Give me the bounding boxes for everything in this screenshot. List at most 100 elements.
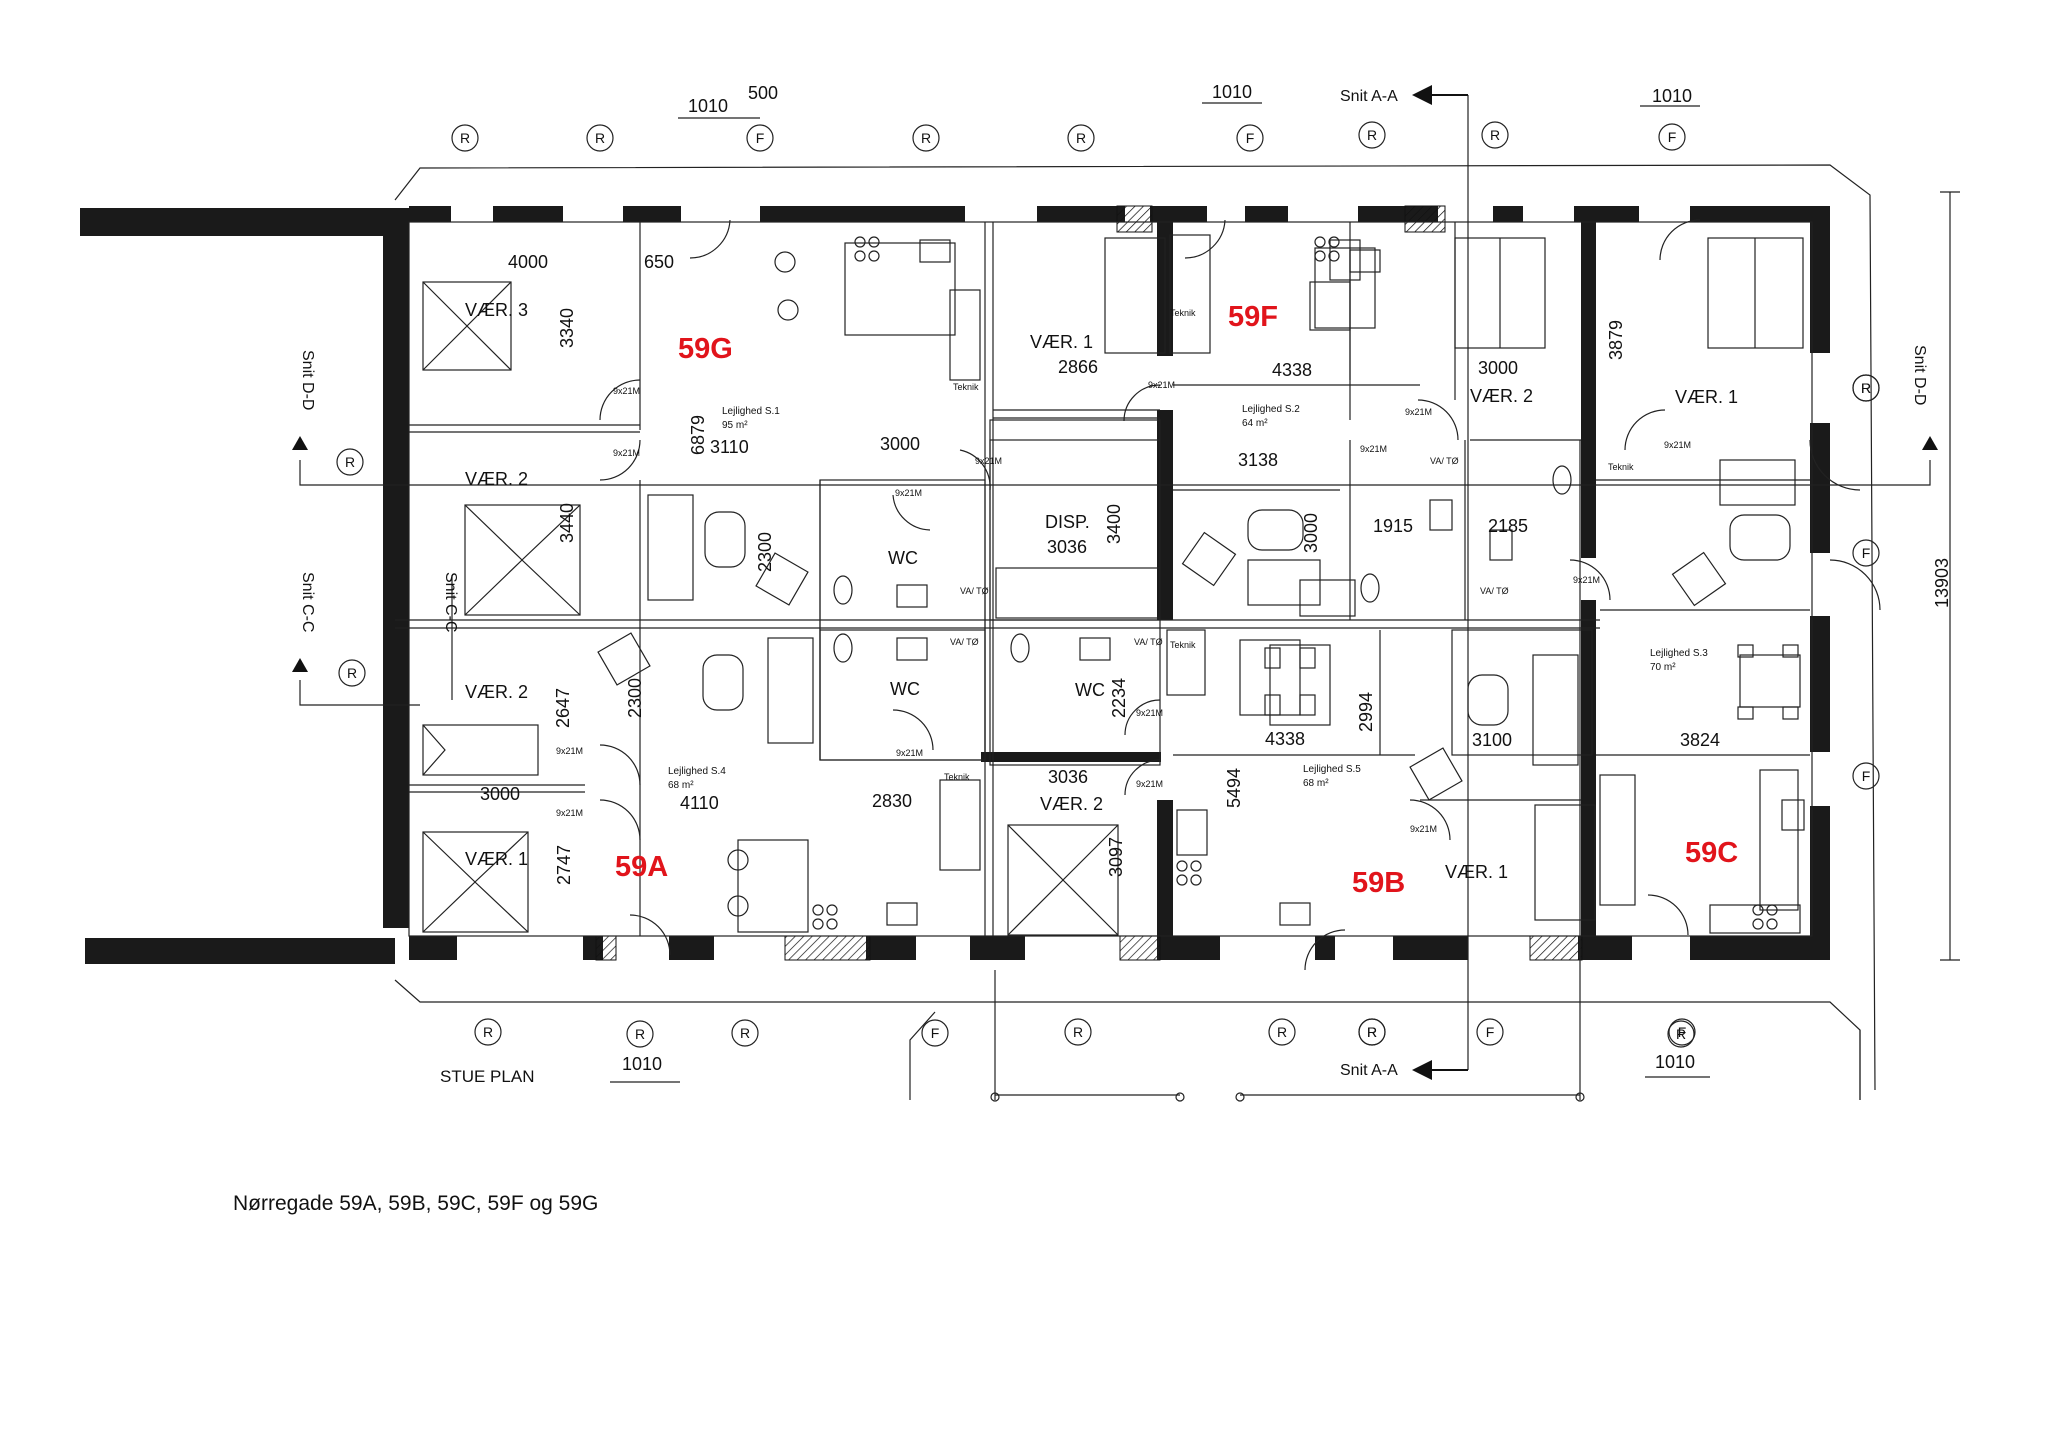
- grid-marker: F: [1852, 762, 1880, 790]
- grid-marker: R: [731, 1019, 759, 1047]
- grid-markers: R R F R R F R R F R R F R F R R R F R R …: [336, 121, 1880, 1048]
- dimension-labels: 4000 650 3340 6879 3110 3000 3440 2300 2…: [480, 82, 1952, 1074]
- room-label: VÆR. 2: [1470, 386, 1533, 406]
- svg-text:2830: 2830: [872, 791, 912, 811]
- svg-text:2300: 2300: [755, 532, 775, 572]
- svg-text:3400: 3400: [1104, 504, 1124, 544]
- svg-text:R: R: [1861, 380, 1871, 396]
- section-label: Snit C-C: [299, 572, 316, 632]
- outer-walls: [80, 206, 1830, 964]
- svg-text:4338: 4338: [1265, 729, 1305, 749]
- svg-text:3100: 3100: [1472, 730, 1512, 750]
- outer-envelope: [394, 164, 1876, 1100]
- section-label: Snit D-D: [1911, 345, 1928, 405]
- room-labels: VÆR. 3 VÆR. 2 VÆR. 2 VÆR. 1 VÆR. 1 VÆR. …: [465, 300, 1738, 882]
- beds: [422, 237, 1804, 936]
- room-label: WC: [888, 548, 918, 568]
- svg-text:9x21M: 9x21M: [975, 456, 1002, 466]
- section-labels: Snit A-A Snit A-A Snit D-D Snit D-D Snit…: [299, 88, 1928, 1079]
- svg-text:R: R: [1861, 380, 1871, 396]
- room-label: VÆR. 1: [465, 849, 528, 869]
- svg-text:3340: 3340: [557, 308, 577, 348]
- svg-text:3036: 3036: [1048, 767, 1088, 787]
- svg-text:9x21M: 9x21M: [1664, 440, 1691, 450]
- svg-text:2747: 2747: [554, 845, 574, 885]
- grid-marker: R: [1358, 121, 1386, 149]
- apartment-name: Lejlighed S.4: [668, 766, 726, 777]
- section-label: Snit C-C: [442, 572, 459, 632]
- door-labels: 9x21M 9x21M 9x21M 9x21M 9x21M 9x21M 9x21…: [556, 380, 1691, 834]
- svg-text:F: F: [1678, 1024, 1687, 1040]
- svg-text:F: F: [1862, 768, 1871, 784]
- svg-text:Teknik: Teknik: [953, 382, 979, 392]
- svg-text:2866: 2866: [1058, 357, 1098, 377]
- section-label: Snit A-A: [1340, 1062, 1398, 1079]
- svg-text:9x21M: 9x21M: [556, 808, 583, 818]
- svg-text:1010: 1010: [688, 96, 728, 116]
- svg-text:VA/ TØ: VA/ TØ: [1430, 456, 1459, 466]
- grid-marker: F: [1658, 123, 1686, 151]
- svg-text:1010: 1010: [1212, 82, 1252, 102]
- svg-text:3000: 3000: [880, 434, 920, 454]
- svg-text:9x21M: 9x21M: [556, 746, 583, 756]
- svg-text:9x21M: 9x21M: [895, 488, 922, 498]
- svg-text:9x21M: 9x21M: [1136, 779, 1163, 789]
- svg-text:9x21M: 9x21M: [1410, 824, 1437, 834]
- svg-text:F: F: [1862, 545, 1871, 561]
- grid-marker: R: [1067, 124, 1095, 152]
- dimension-ticks: [610, 102, 1710, 1083]
- grid-marker: R: [1358, 1018, 1386, 1046]
- apartment-area: 68 m²: [668, 780, 694, 791]
- svg-text:F: F: [756, 130, 765, 146]
- room-label: WC: [890, 679, 920, 699]
- svg-text:650: 650: [644, 252, 674, 272]
- svg-text:9x21M: 9x21M: [1405, 407, 1432, 417]
- svg-text:3879: 3879: [1606, 320, 1626, 360]
- svg-text:5494: 5494: [1224, 768, 1244, 808]
- svg-text:Teknik: Teknik: [1170, 640, 1196, 650]
- svg-text:VA/ TØ: VA/ TØ: [950, 637, 979, 647]
- svg-text:VA/ TØ: VA/ TØ: [960, 586, 989, 596]
- grid-marker: F: [1668, 1018, 1696, 1046]
- svg-text:R: R: [347, 665, 357, 681]
- svg-text:9x21M: 9x21M: [1360, 444, 1387, 454]
- svg-text:R: R: [1676, 1026, 1686, 1042]
- grid-marker: R: [1481, 121, 1509, 149]
- apartment-area: 70 m²: [1650, 662, 1676, 673]
- room-label: DISP.: [1045, 512, 1090, 532]
- svg-text:3440: 3440: [557, 503, 577, 543]
- section-label: Snit A-A: [1340, 88, 1398, 105]
- svg-text:3000: 3000: [480, 784, 520, 804]
- section-lines: [292, 85, 1960, 1102]
- room-label: VÆR. 2: [465, 469, 528, 489]
- grid-marker: F: [1852, 539, 1880, 567]
- interior-lines: [395, 221, 1813, 937]
- unit-label: 59C: [1685, 837, 1738, 869]
- apartment-area: 95 m²: [722, 420, 748, 431]
- svg-text:VA/ TØ: VA/ TØ: [1134, 637, 1163, 647]
- svg-text:R: R: [1076, 130, 1086, 146]
- furniture: [597, 239, 1801, 934]
- svg-text:3138: 3138: [1238, 450, 1278, 470]
- unit-label: 59B: [1352, 867, 1405, 899]
- apartment-labels: Lejlighed S.1 95 m² Lejlighed S.2 64 m² …: [668, 404, 1708, 791]
- svg-text:1915: 1915: [1373, 516, 1413, 536]
- svg-text:3097: 3097: [1106, 837, 1126, 877]
- door-swings: [599, 219, 1881, 971]
- svg-text:R: R: [1367, 1024, 1377, 1040]
- svg-text:R: R: [483, 1024, 493, 1040]
- svg-text:R: R: [1367, 127, 1377, 143]
- svg-text:4000: 4000: [508, 252, 548, 272]
- svg-text:1010: 1010: [1652, 86, 1692, 106]
- svg-text:2300: 2300: [625, 678, 645, 718]
- svg-text:1010: 1010: [1655, 1052, 1695, 1072]
- grid-marker: R: [1268, 1018, 1296, 1046]
- room-label: VÆR. 1: [1030, 332, 1093, 352]
- svg-text:Teknik: Teknik: [1170, 308, 1196, 318]
- fixture-labels: Teknik Teknik Teknik Teknik Teknik VA/ T…: [944, 308, 1634, 782]
- caption: Nørregade 59A, 59B, 59C, 59F og 59G: [233, 1192, 599, 1215]
- svg-text:F: F: [1486, 1024, 1495, 1040]
- room-label: VÆR. 2: [1040, 794, 1103, 814]
- apartment-name: Lejlighed S.5: [1303, 764, 1361, 775]
